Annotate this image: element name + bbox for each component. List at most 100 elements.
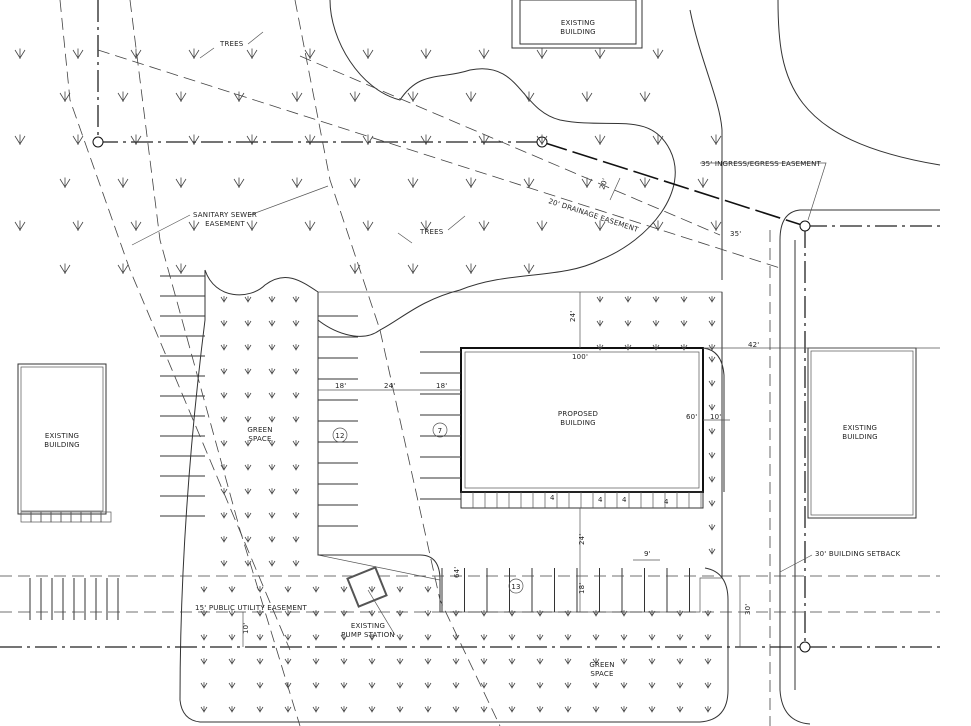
tree-icon: [220, 320, 228, 327]
setback-label: 30' BUILDING SETBACK: [815, 550, 901, 558]
tree-icon: [704, 682, 712, 689]
tree-icon: [708, 320, 716, 327]
tree-icon: [349, 91, 361, 102]
tree-icon: [708, 380, 716, 387]
svg-text:64': 64': [453, 567, 461, 578]
tree-icon: [704, 634, 712, 641]
tree-icon: [220, 560, 228, 567]
tree-icon: [424, 586, 432, 593]
green-space-label: SPACE: [590, 670, 613, 678]
tree-icon: [228, 634, 236, 641]
tree-icon: [59, 91, 71, 102]
ingress-dim: 35': [730, 230, 741, 238]
drainage-easement-label: 20' DRAINAGE EASEMENT: [547, 197, 639, 234]
tree-icon: [680, 296, 688, 303]
tree-icon: [676, 682, 684, 689]
trees-label: TREES: [219, 40, 244, 48]
tree-icon: [480, 658, 488, 665]
tree-icon: [536, 610, 544, 617]
tree-icon: [508, 610, 516, 617]
tree-icon: [340, 634, 348, 641]
tree-icon: [536, 658, 544, 665]
tree-icon: [244, 320, 252, 327]
tree-icon: [652, 344, 660, 351]
tree-icon: [14, 134, 26, 145]
tree-icon: [508, 634, 516, 641]
tree-icon: [284, 658, 292, 665]
tree-icon: [312, 658, 320, 665]
svg-text:12: 12: [335, 432, 344, 440]
tree-icon: [407, 263, 419, 274]
tree-icon: [268, 416, 276, 423]
tree-icon: [368, 706, 376, 713]
tree-icon: [228, 706, 236, 713]
tree-icon: [648, 682, 656, 689]
tree-icon: [256, 610, 264, 617]
tree-icon: [523, 91, 535, 102]
svg-text:60': 60': [686, 413, 697, 421]
tree-icon: [312, 706, 320, 713]
tree-icon: [704, 610, 712, 617]
tree-icon: [340, 706, 348, 713]
tree-icon: [246, 48, 258, 59]
tree-icon: [268, 344, 276, 351]
tree-icon: [362, 48, 374, 59]
parking-stripes: [29, 275, 690, 620]
ada-mark: 4: [598, 496, 603, 504]
tree-icon: [284, 586, 292, 593]
tree-icon: [396, 682, 404, 689]
tree-icon: [292, 320, 300, 327]
tree-icon: [256, 634, 264, 641]
tree-icon: [620, 682, 628, 689]
tree-icon: [292, 536, 300, 543]
tree-icon: [268, 512, 276, 519]
tree-icon: [536, 220, 548, 231]
tree-icon: [407, 177, 419, 188]
tree-icon: [596, 296, 604, 303]
tree-icon: [594, 48, 606, 59]
tree-icon: [292, 512, 300, 519]
tree-icon: [72, 134, 84, 145]
sidewalk-curve: [702, 347, 725, 492]
tree-icon: [536, 134, 548, 145]
tree-icon: [268, 440, 276, 447]
tree-icon: [452, 706, 460, 713]
tree-icon: [268, 368, 276, 375]
tree-icon: [564, 634, 572, 641]
tree-icon: [523, 177, 535, 188]
tree-icon: [648, 610, 656, 617]
svg-text:13: 13: [511, 583, 520, 591]
tree-icon: [710, 134, 722, 145]
parking-count-south: 13: [508, 578, 524, 594]
tree-icon: [564, 706, 572, 713]
tree-icon: [340, 682, 348, 689]
tree-icon: [676, 610, 684, 617]
tree-icon: [592, 658, 600, 665]
tree-icon: [592, 682, 600, 689]
tree-icon: [244, 368, 252, 375]
tree-icon: [368, 586, 376, 593]
tree-icon: [312, 610, 320, 617]
tree-icon: [256, 658, 264, 665]
svg-text:EXISTING: EXISTING: [843, 424, 877, 432]
tree-icon: [620, 658, 628, 665]
tree-icon: [244, 464, 252, 471]
tree-icon: [220, 512, 228, 519]
dimension-lines: 24' 100' 42' 18' 24' 18' 60' 10' 24' 9' …: [242, 292, 940, 647]
tree-icon: [708, 452, 716, 459]
tree-icon: [292, 440, 300, 447]
tree-icon: [452, 658, 460, 665]
svg-text:42': 42': [748, 341, 759, 349]
tree-icon: [362, 134, 374, 145]
tree-icon: [368, 682, 376, 689]
tree-icon: [564, 682, 572, 689]
tree-icon: [594, 220, 606, 231]
tree-icon: [596, 320, 604, 327]
tree-icon: [244, 560, 252, 567]
tree-icon: [710, 220, 722, 231]
tree-icon: [708, 296, 716, 303]
property-lines: [0, 0, 940, 653]
tree-icon: [697, 177, 709, 188]
tree-icon: [292, 464, 300, 471]
svg-text:24': 24': [384, 382, 395, 390]
